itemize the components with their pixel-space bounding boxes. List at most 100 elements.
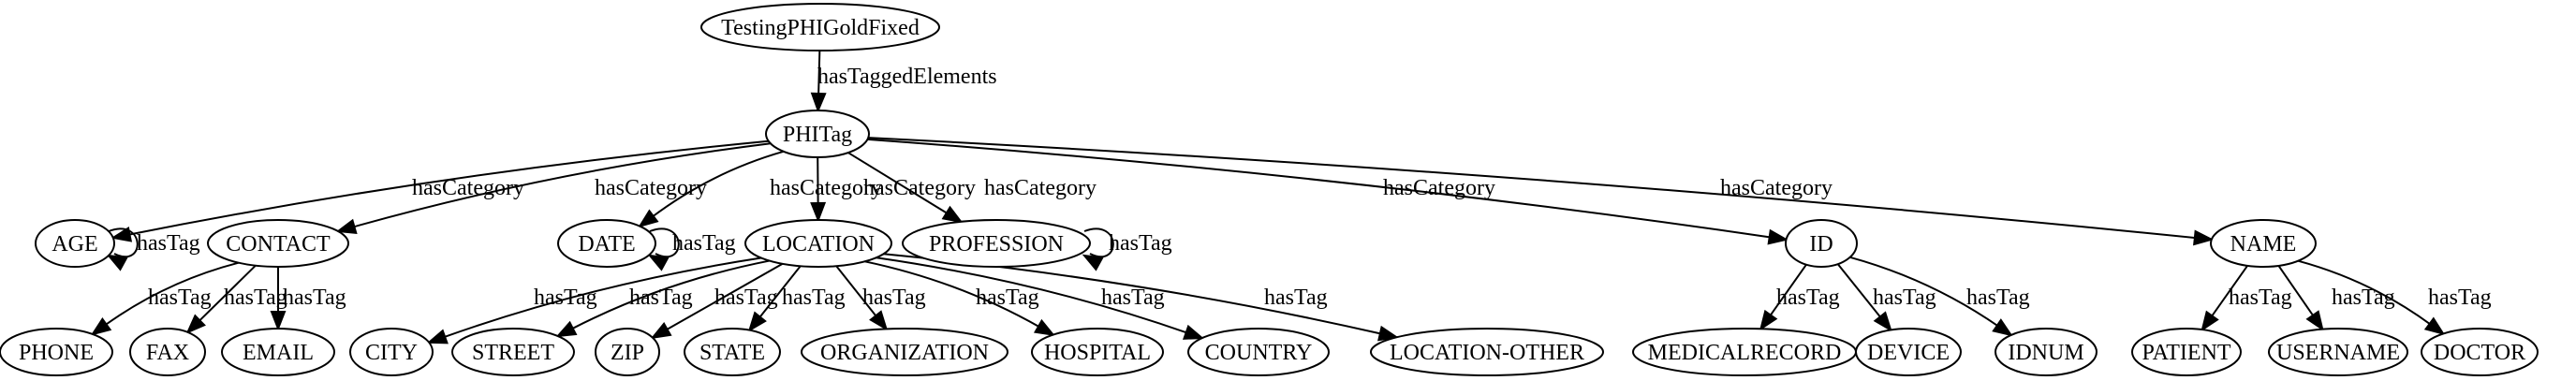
node-patient[interactable]: PATIENT <box>2131 328 2242 376</box>
arrow-head <box>2305 310 2324 331</box>
node-ellipse <box>700 3 940 51</box>
edge-location-state: hasTag <box>747 265 846 332</box>
node-location[interactable]: LOCATION <box>744 219 892 268</box>
arrow-head <box>747 311 767 332</box>
node-ellipse <box>684 328 781 376</box>
node-username[interactable]: USERNAME <box>2268 328 2408 376</box>
edge-line <box>442 256 762 339</box>
arrow-head <box>941 205 964 224</box>
node-fax[interactable]: FAX <box>129 328 206 376</box>
node-label: COUNTRY <box>1205 341 1313 365</box>
node-label: LOCATION-OTHER <box>1390 341 1584 365</box>
node-country[interactable]: COUNTRY <box>1187 328 1330 376</box>
edge-line <box>868 137 2197 240</box>
node-ellipse <box>207 219 349 268</box>
edge-label: hasTag <box>672 231 736 256</box>
edge-label: hasTag <box>1109 231 1172 256</box>
node-profession[interactable]: PROFESSION <box>902 219 1091 268</box>
edge-label: hasTag <box>148 286 212 310</box>
node-phitag[interactable]: PHITag <box>765 110 870 158</box>
node-ellipse <box>1995 328 2098 376</box>
edge-line <box>1836 263 1882 319</box>
edge-label: hasTag <box>782 286 846 310</box>
arrow-head <box>555 320 578 338</box>
arrow-head <box>2201 310 2219 332</box>
edge-label: hasCategory <box>1383 176 1495 200</box>
edge-label: hasTag <box>534 286 597 310</box>
node-organization[interactable]: ORGANIZATION <box>801 328 1008 376</box>
edge-line <box>2277 265 2315 318</box>
edge-label: hasCategory <box>595 176 707 200</box>
arrow-head <box>810 92 827 113</box>
edge-line <box>835 265 878 318</box>
edge-location-zip: hasTag <box>650 262 784 340</box>
edge-line <box>2210 265 2248 318</box>
arrow-head <box>426 329 449 344</box>
node-contact[interactable]: CONTACT <box>207 219 349 268</box>
node-age[interactable]: AGE <box>35 219 115 268</box>
node-label: PHITag <box>783 123 852 147</box>
node-street[interactable]: STREET <box>451 328 575 376</box>
edge-line <box>864 260 1041 329</box>
edge-phitag-age: hasCategory <box>110 139 769 242</box>
arrow-head <box>335 218 358 234</box>
arrow-head <box>1033 318 1056 336</box>
arrow-head <box>270 311 287 331</box>
edge-label: hasTag <box>2428 286 2492 310</box>
node-ellipse <box>35 219 115 268</box>
node-date[interactable]: DATE <box>557 219 656 268</box>
node-label: STATE <box>699 341 765 365</box>
edge-label: hasTag <box>283 286 346 310</box>
node-phone[interactable]: PHONE <box>0 328 113 376</box>
edge-line <box>108 227 139 258</box>
arrow-head <box>185 314 206 334</box>
node-ellipse <box>1370 328 1604 376</box>
edge-line <box>1083 227 1114 258</box>
node-label: HOSPITAL <box>1044 341 1151 365</box>
edge-id-device: hasTag <box>1836 263 1936 332</box>
edge-name-doctor: hasTag <box>2297 259 2492 336</box>
node-doctor[interactable]: DOCTOR <box>2421 328 2539 376</box>
node-device[interactable]: DEVICE <box>1855 328 1962 376</box>
node-ellipse <box>2210 219 2317 268</box>
node-ellipse <box>2268 328 2408 376</box>
node-name[interactable]: NAME <box>2210 219 2317 268</box>
node-ellipse <box>595 328 660 376</box>
arrow-head <box>810 201 827 223</box>
node-label: DEVICE <box>1867 341 1950 365</box>
node-label: CONTACT <box>226 232 331 256</box>
edge-name-patient: hasTag <box>2201 265 2292 332</box>
node-idnum[interactable]: IDNUM <box>1995 328 2098 376</box>
edge-line <box>1768 264 1807 317</box>
node-state[interactable]: STATE <box>684 328 781 376</box>
node-label: TestingPHIGoldFixed <box>721 16 920 40</box>
edge-root-phitag: hasTaggedElements <box>810 50 997 113</box>
edge-line <box>352 142 771 228</box>
node-city[interactable]: CITY <box>349 328 434 376</box>
node-label: ORGANIZATION <box>820 341 989 365</box>
edge-line <box>649 227 680 258</box>
node-hospital[interactable]: HOSPITAL <box>1031 328 1164 376</box>
node-location-other[interactable]: LOCATION-OTHER <box>1370 328 1604 376</box>
node-label: AGE <box>52 232 97 256</box>
node-label: EMAIL <box>243 341 314 365</box>
arrow-head <box>1767 228 1789 245</box>
edge-contact-fax: hasTag <box>185 264 287 334</box>
edge-line <box>1849 256 2000 328</box>
edge-line <box>758 265 802 319</box>
node-ellipse <box>129 328 206 376</box>
edge-label: hasCategory <box>770 176 882 200</box>
edge-id-medicalrecord: hasTag <box>1759 264 1840 331</box>
node-root[interactable]: TestingPHIGoldFixed <box>700 3 940 51</box>
node-id[interactable]: ID <box>1785 219 1858 268</box>
node-email[interactable]: EMAIL <box>221 328 335 376</box>
node-medicalrecord[interactable]: MEDICALRECORD <box>1632 328 1857 376</box>
edge-location-country: hasTag <box>876 256 1205 340</box>
arrow-head <box>650 321 672 340</box>
edge-phitag-name: hasCategory <box>868 137 2215 246</box>
node-zip[interactable]: ZIP <box>595 328 660 376</box>
node-label: CITY <box>365 341 418 365</box>
edge-label: hasTag <box>714 286 778 310</box>
arrow-head <box>2193 229 2215 246</box>
arrow-head <box>90 316 112 336</box>
